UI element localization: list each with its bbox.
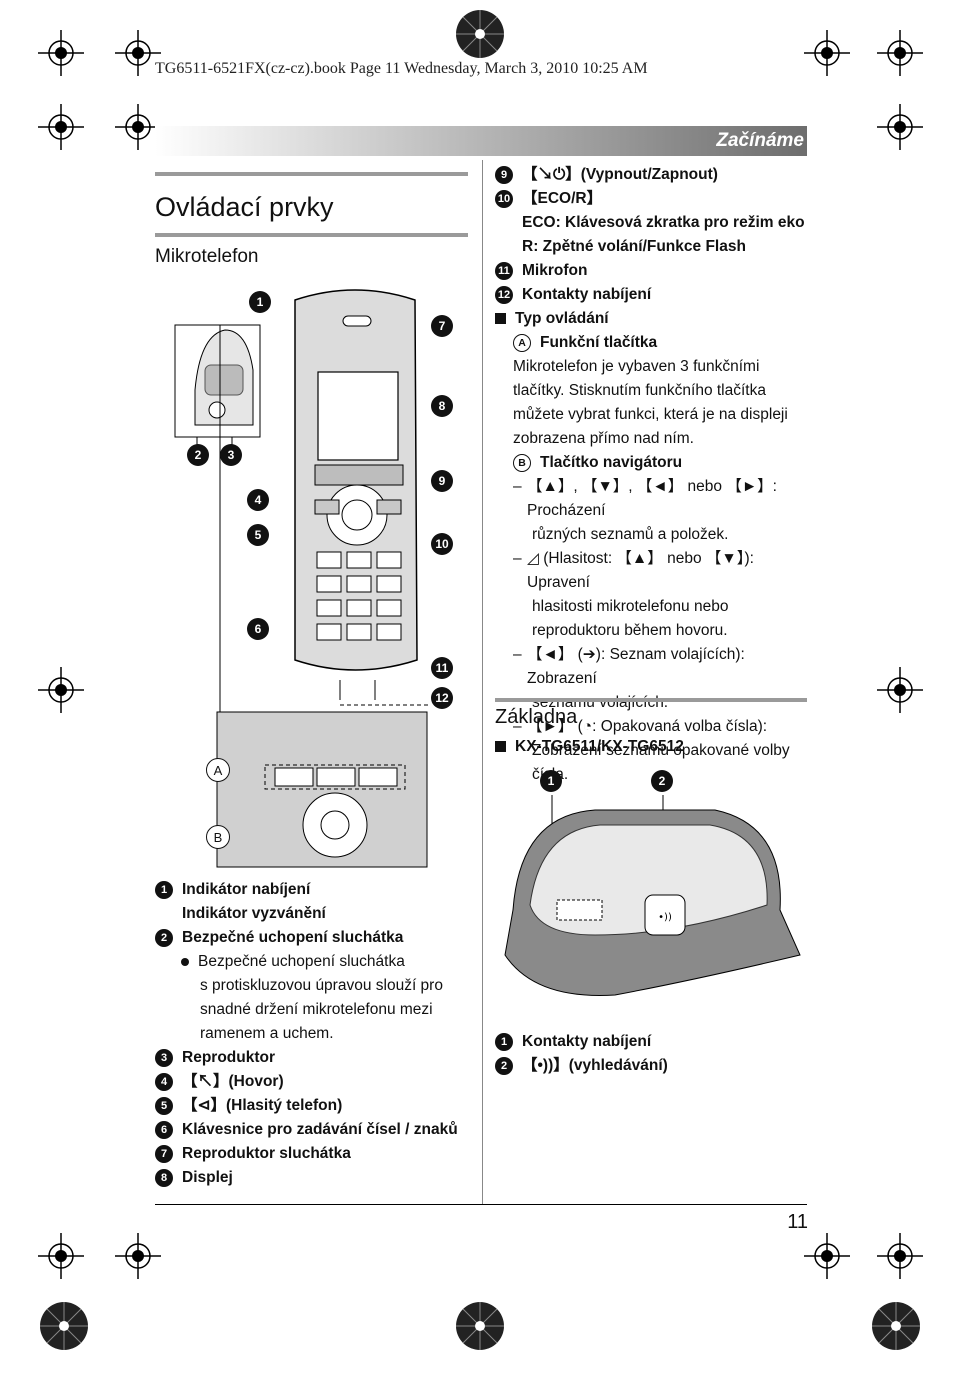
- crop-mark-icon: [804, 1233, 850, 1279]
- crop-mark-icon: [115, 30, 161, 76]
- footer-rule: [155, 1204, 807, 1205]
- svg-text:•)): •)): [658, 912, 672, 923]
- callout-b: B: [206, 825, 230, 849]
- list-item: různých seznamů a položek.: [532, 526, 729, 543]
- callout-4: 4: [247, 489, 269, 511]
- callout-1: 1: [249, 291, 271, 313]
- controls-list: 9【↘⏻】(Vypnout/Zapnout) 10【ECO/R】 ECO: Kl…: [495, 163, 815, 787]
- callout-8: 8: [431, 395, 453, 417]
- list-item: tlačítky. Stisknutím funkčního tlačítka: [513, 382, 766, 399]
- callout-3: 3: [220, 444, 242, 466]
- registration-disc-icon: [454, 1300, 506, 1352]
- list-item: –◿ (Hlasitost: 【▲】 nebo 【▼】): Upravení: [513, 550, 754, 591]
- callout-11: 11: [431, 657, 453, 679]
- list-item: 5【⊲】(Hlasitý telefon): [155, 1094, 475, 1118]
- list-item: ECO: Klávesová zkratka pro režim eko: [522, 214, 805, 231]
- list-item: –【▲】, 【▼】, 【◄】 nebo 【►】: Procházení: [513, 478, 777, 519]
- list-item: Typ ovládání: [495, 307, 815, 331]
- crop-mark-icon: [38, 667, 84, 713]
- list-item: 4【↖】(Hovor): [155, 1070, 475, 1094]
- crop-mark-icon: [115, 1233, 161, 1279]
- list-item: ramenem a uchem.: [200, 1025, 334, 1042]
- registration-disc-icon: [870, 1300, 922, 1352]
- base-callout-2: 2: [651, 770, 673, 792]
- list-item: Mikrotelefon je vybaven 3 funkčními: [513, 358, 760, 375]
- registration-disc-icon: [454, 8, 506, 60]
- callout-9: 9: [431, 470, 453, 492]
- list-item: –【►】 (◔: Opakovaná volba čísla):: [513, 718, 768, 735]
- column-divider: [482, 160, 483, 1205]
- list-item: hlasitosti mikrotelefonu nebo: [532, 598, 729, 615]
- document-meta-header: TG6511-6521FX(cz-cz).book Page 11 Wednes…: [155, 60, 648, 77]
- list-item: 9【↘⏻】(Vypnout/Zapnout): [495, 163, 815, 187]
- square-bullet-icon: [495, 741, 506, 752]
- callout-6: 6: [247, 618, 269, 640]
- callout-7: 7: [431, 315, 453, 337]
- base-section-title: Základna: [495, 706, 578, 728]
- base-model: KX-TG6511/KX-TG6512: [495, 735, 684, 759]
- crop-mark-icon: [38, 1233, 84, 1279]
- divider: [155, 172, 468, 176]
- crop-mark-icon: [877, 104, 923, 150]
- list-item: Indikátor vyzvánění: [182, 905, 326, 922]
- list-item: reproduktoru během hovoru.: [532, 622, 728, 639]
- list-item: 2【•))】(vyhledávání): [495, 1054, 668, 1078]
- crop-mark-icon: [877, 667, 923, 713]
- crop-mark-icon: [115, 104, 161, 150]
- divider: [495, 698, 807, 702]
- callout-12: 12: [431, 687, 453, 709]
- base-callout-1: 1: [540, 770, 562, 792]
- page-number: 11: [787, 1211, 808, 1233]
- list-item: zobrazena přímo nad ním.: [513, 430, 694, 447]
- registration-disc-icon: [38, 1300, 90, 1352]
- list-item: –【◄】 (➔): Seznam volajících): Zobrazení: [513, 646, 745, 687]
- square-bullet-icon: [495, 313, 506, 324]
- list-item: s protiskluzovou úpravou slouží pro: [200, 977, 443, 994]
- callout-10: 10: [431, 533, 453, 555]
- subsection-title: Mikrotelefon: [155, 246, 259, 267]
- list-item: snadné držení mikrotelefonu mezi: [200, 1001, 433, 1018]
- crop-mark-icon: [38, 30, 84, 76]
- list-item: Zobrazení seznamu opakované volby: [532, 742, 790, 759]
- chapter-bar: [155, 126, 807, 156]
- crop-mark-icon: [877, 30, 923, 76]
- crop-mark-icon: [38, 104, 84, 150]
- base-illustration: •)): [504, 795, 801, 996]
- chapter-title: Začínáme: [716, 130, 804, 151]
- divider: [155, 233, 468, 237]
- callout-a: A: [206, 758, 230, 782]
- handset-illustration: [174, 289, 430, 868]
- list-item: 10【ECO/R】: [495, 187, 815, 211]
- list-item: R: Zpětné volání/Funkce Flash: [522, 238, 746, 255]
- crop-mark-icon: [877, 1233, 923, 1279]
- list-item: můžete vybrat funkci, která je na disple…: [513, 406, 788, 423]
- section-title: Ovládací prvky: [155, 192, 334, 222]
- callout-2: 2: [187, 444, 209, 466]
- bullet-icon: [181, 958, 189, 966]
- callout-5: 5: [247, 524, 269, 546]
- crop-mark-icon: [804, 30, 850, 76]
- list-item: Bezpečné uchopení sluchátka: [155, 950, 475, 974]
